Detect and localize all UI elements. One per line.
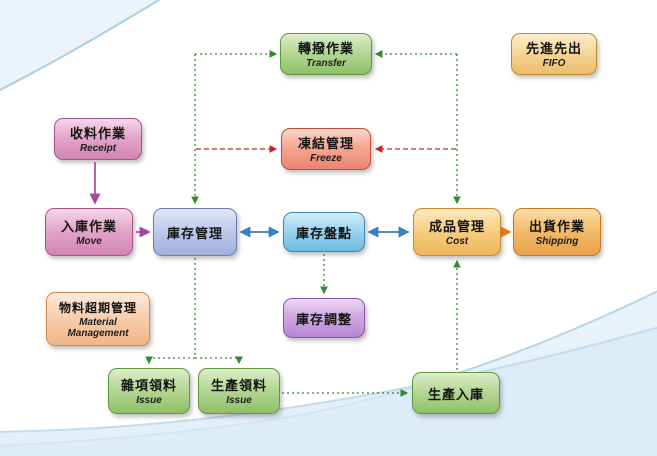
node-misc-issue-sublabel: Issue	[136, 395, 162, 407]
node-freeze-sublabel: Freeze	[310, 153, 342, 165]
node-inventory-management: 庫存管理	[153, 208, 237, 256]
node-inventory-count: 庫存盤點	[283, 212, 365, 252]
node-transfer-sublabel: Transfer	[306, 58, 346, 70]
node-shipping-sublabel: Shipping	[535, 236, 579, 248]
node-freeze-label: 凍結管理	[297, 136, 354, 152]
node-move-label: 入庫作業	[60, 219, 117, 235]
node-inventory-adjust: 庫存調整	[283, 298, 365, 338]
node-finished-goods-sublabel: Cost	[445, 236, 469, 248]
node-production-inbound: 生產入庫	[412, 372, 500, 414]
node-shipping: 出貨作業 Shipping	[513, 208, 601, 256]
node-move: 入庫作業 Move	[45, 208, 133, 256]
node-finished-goods-label: 成品管理	[428, 219, 485, 235]
edge-inventory-management-to-production-issue	[195, 356, 243, 365]
node-transfer-label: 轉撥作業	[297, 41, 354, 57]
node-finished-goods: 成品管理 Cost	[413, 208, 501, 256]
node-material-management-label: 物料超期管理	[58, 300, 137, 315]
node-freeze: 凍結管理 Freeze	[281, 128, 371, 170]
node-inventory-count-label: 庫存盤點	[295, 225, 352, 241]
node-production-issue: 生產領料 Issue	[198, 368, 280, 414]
node-receipt-label: 收料作業	[69, 126, 126, 142]
node-fifo-label: 先進先出	[525, 41, 582, 57]
node-misc-issue: 雜項領料 Issue	[108, 368, 190, 414]
node-production-issue-label: 生產領料	[210, 378, 267, 394]
node-transfer: 轉撥作業 Transfer	[280, 33, 372, 75]
node-shipping-label: 出貨作業	[528, 219, 585, 235]
node-fifo: 先進先出 FIFO	[511, 33, 597, 75]
node-production-issue-sublabel: Issue	[226, 395, 252, 407]
node-inventory-adjust-label: 庫存調整	[295, 311, 352, 327]
node-receipt-sublabel: Receipt	[79, 143, 117, 155]
node-fifo-sublabel: FIFO	[542, 58, 566, 70]
node-move-sublabel: Move	[76, 236, 102, 248]
node-inventory-management-label: 庫存管理	[166, 225, 223, 241]
node-material-management: 物料超期管理 Material Management	[46, 292, 150, 346]
node-misc-issue-label: 雜項領料	[120, 378, 177, 394]
node-material-management-sublabel: Material Management	[67, 316, 129, 340]
swoosh-topleft-fill	[0, 0, 159, 90]
edge-inventory-management-to-misc-issue	[145, 258, 196, 365]
node-production-inbound-label: 生產入庫	[427, 386, 484, 402]
node-receipt: 收料作業 Receipt	[54, 118, 142, 160]
swoosh-topleft-line	[0, 0, 161, 92]
